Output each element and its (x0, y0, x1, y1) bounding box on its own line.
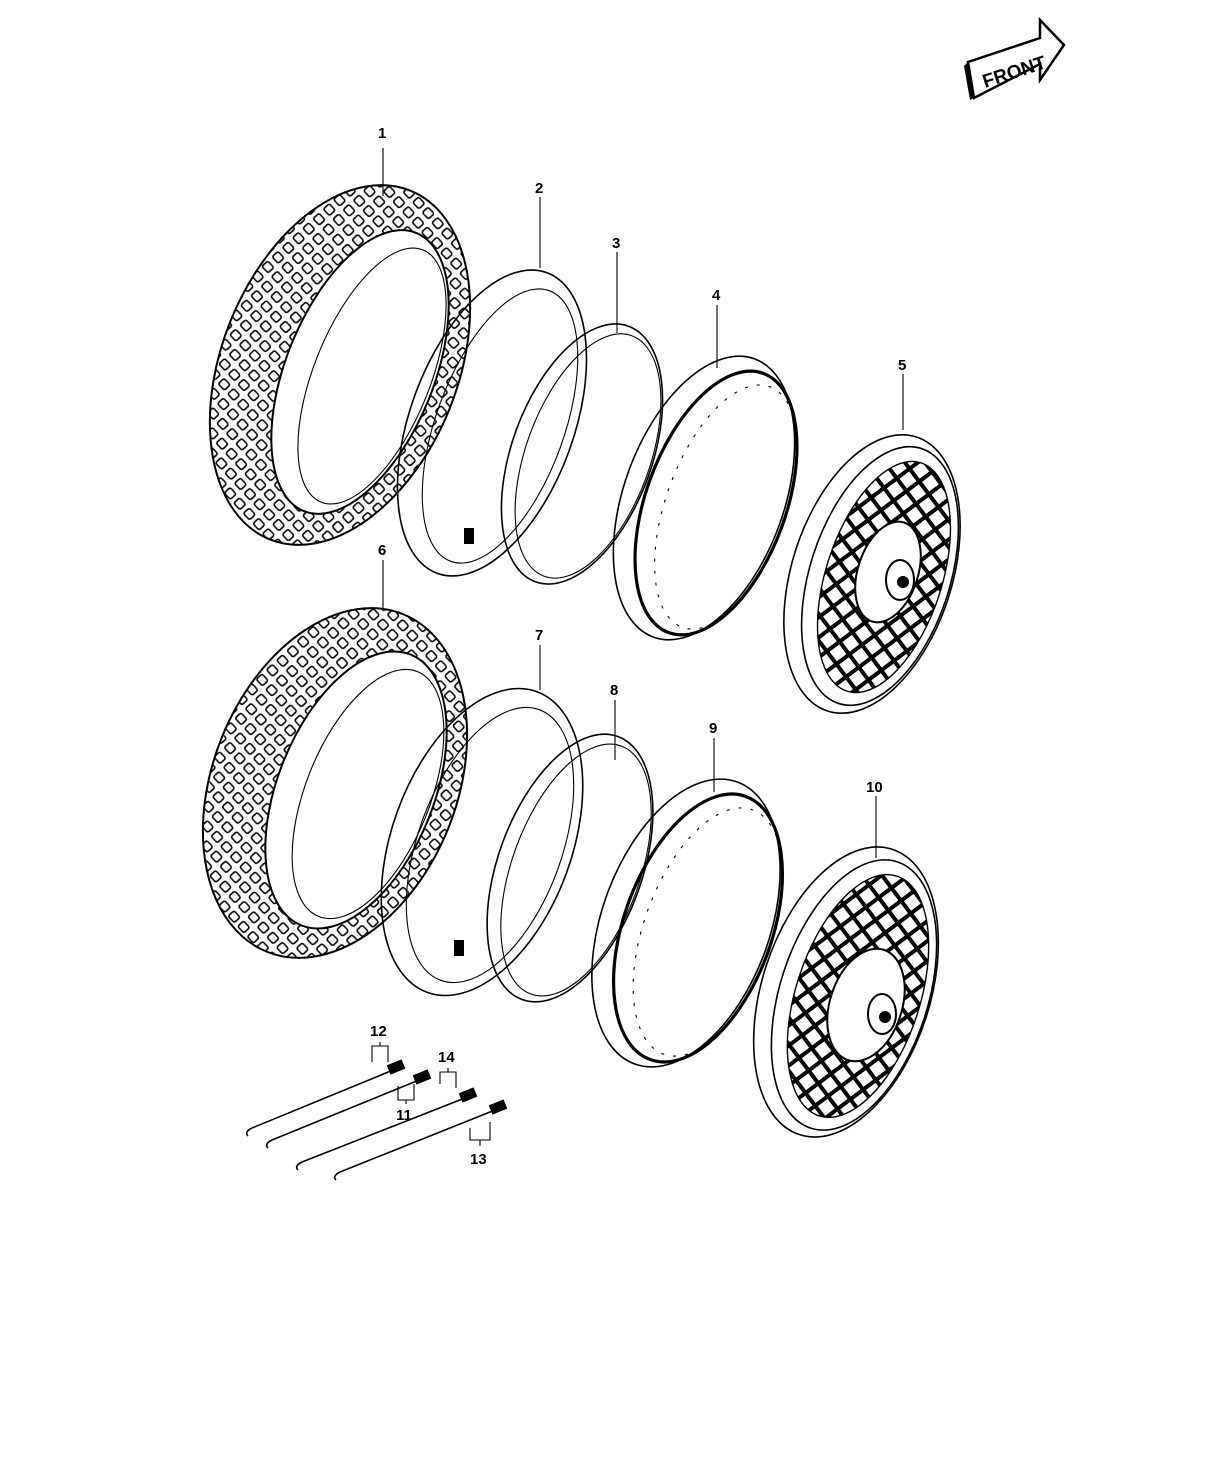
wheel-assembly-rear (752, 846, 940, 1138)
tire-rear (201, 607, 469, 959)
wheel-assembly-front (783, 434, 961, 714)
callout-7: 7 (535, 627, 543, 644)
callout-6: 6 (378, 542, 386, 559)
callout-12: 12 (370, 1023, 387, 1040)
tire-front (208, 184, 472, 546)
callout-9: 9 (709, 720, 717, 737)
rim-rear (591, 778, 785, 1068)
callout-1: 1 (378, 125, 386, 142)
leader-lines (371, 148, 904, 1146)
callout-8: 8 (610, 682, 618, 699)
front-arrow-icon (966, 16, 1066, 100)
callout-labels: 1 2 3 4 5 6 7 8 9 10 11 12 13 14 (370, 125, 906, 1168)
callout-10: 10 (866, 779, 883, 796)
callout-3: 3 (612, 235, 620, 252)
valve-icon (454, 940, 464, 956)
inner-tube-rear (380, 687, 584, 997)
callout-13: 13 (470, 1151, 487, 1168)
inner-tube-front (396, 269, 588, 577)
rim-band-rear (486, 733, 654, 1003)
callout-14: 14 (438, 1049, 455, 1066)
spokes-and-nipples (245, 1059, 508, 1181)
callout-4: 4 (712, 287, 721, 304)
rim-front (612, 355, 799, 641)
front-direction-badge: FRONT (964, 16, 1066, 100)
valve-icon (464, 528, 474, 544)
callout-5: 5 (898, 357, 906, 374)
callout-11: 11 (396, 1107, 412, 1124)
rim-band-front (500, 323, 664, 585)
callout-2: 2 (535, 180, 543, 197)
